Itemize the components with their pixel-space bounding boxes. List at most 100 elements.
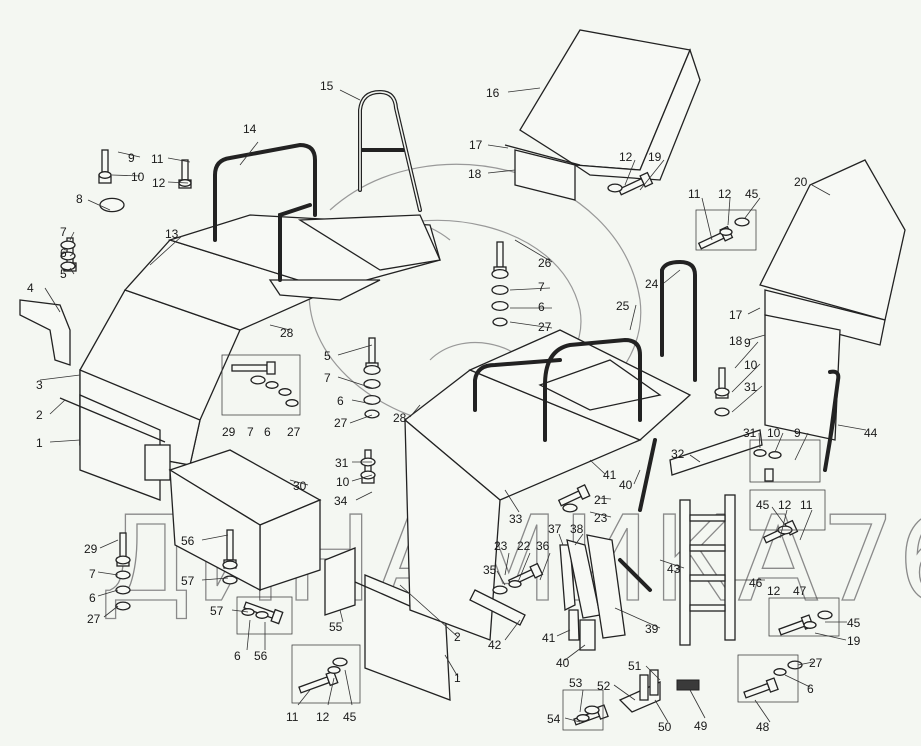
callout-label-37: 37 [548,522,562,536]
callout-label-12: 12 [152,176,166,190]
leader-line [297,689,311,706]
washer-icon [492,317,508,327]
callout-label-27: 27 [538,320,552,334]
callout-label-12: 12 [619,150,633,164]
callout-label-9: 9 [744,336,751,350]
leader-line [574,533,584,546]
callout-label-54: 54 [547,712,561,726]
callout-label-4: 4 [27,281,34,295]
leader-line [747,307,761,315]
callout-label-32: 32 [671,447,685,461]
callout-label-11: 11 [688,187,701,201]
callout-label-23: 23 [494,539,508,553]
washer-icon [250,375,266,385]
leader-line [504,552,510,576]
bolt-icon [617,171,654,196]
leader-line [337,376,373,389]
callout-label-13: 13 [165,227,179,241]
leader-line [339,89,361,101]
leader-line [409,404,421,418]
callout-label-53: 53 [569,676,583,690]
leader-line [663,269,681,284]
step-box-30 [168,449,322,592]
leader-line [629,304,637,331]
leader-line [614,607,661,629]
callout-label-46: 46 [749,576,763,590]
callout-label-3: 3 [36,378,43,392]
callout-label-12: 12 [767,584,781,598]
callout-label-45: 45 [343,710,357,724]
callout-label-44: 44 [864,426,878,440]
leader-line [659,559,685,569]
callout-label-12: 12 [778,498,792,512]
leader-line [355,491,373,501]
leader-line [97,571,119,576]
ladder-46 [618,369,841,646]
callout-label-15: 15 [320,79,334,93]
washer-icon [60,240,76,250]
callout-label-10: 10 [131,170,145,184]
callout-label-27: 27 [809,656,823,670]
leader-line [246,619,251,651]
leader-line [337,344,373,356]
callout-label-5: 5 [324,349,331,363]
callout-label-11: 11 [286,710,299,724]
washer-icon [363,378,381,390]
bolt-icon [298,670,339,694]
callout-label-6: 6 [234,649,241,663]
callout-label-28: 28 [393,411,407,425]
leader-line [103,605,119,618]
leader-line [149,235,183,266]
left-handrails [213,89,422,282]
leader-line [69,267,75,275]
washer-icon [491,268,509,280]
callout-label-2: 2 [454,630,461,644]
leader-line [734,341,759,369]
leader-line [797,661,814,666]
callout-label-10: 10 [767,426,781,440]
callout-label-17: 17 [729,308,743,322]
leader-line [589,511,612,518]
leader-line [509,321,553,329]
callout-label-52: 52 [597,679,611,693]
washer-icon [363,394,381,406]
right-handrails [473,259,697,442]
leader-line [111,174,141,177]
washer-icon [508,580,522,588]
callout-label-6: 6 [264,425,271,439]
leader-line [811,184,831,196]
washer-icon [803,621,817,629]
callout-label-19: 19 [648,150,662,164]
callout-label-12: 12 [316,710,330,724]
leader-line [117,151,141,158]
callout-label-22: 22 [517,539,531,553]
washer-icon [562,503,578,513]
callout-label-31: 31 [744,380,758,394]
washer-icon [492,585,508,595]
callout-label-2: 2 [36,408,43,422]
leader-line [754,699,771,723]
cover-16 [504,29,701,201]
leader-line [731,385,763,413]
callout-label-6: 6 [538,300,545,314]
leader-line [564,644,586,661]
callout-label-21: 21 [594,493,608,507]
leader-line [564,717,581,723]
bolt-icon [557,484,591,507]
leader-line [87,199,111,211]
washer-icon [773,668,787,676]
callout-label-11: 11 [151,152,164,166]
callout-label-55: 55 [329,620,343,634]
callout-label-45: 45 [745,187,759,201]
leader-line [349,414,373,424]
washer-icon [115,601,131,611]
washer-icon [491,284,509,296]
leader-line [49,399,66,415]
leader-line [351,474,373,482]
washer-icon [584,705,600,715]
leader-line [814,632,847,641]
leader-line [774,432,784,453]
callout-label-36: 36 [536,539,550,553]
leader-line [613,684,636,701]
leader-line [44,287,61,313]
